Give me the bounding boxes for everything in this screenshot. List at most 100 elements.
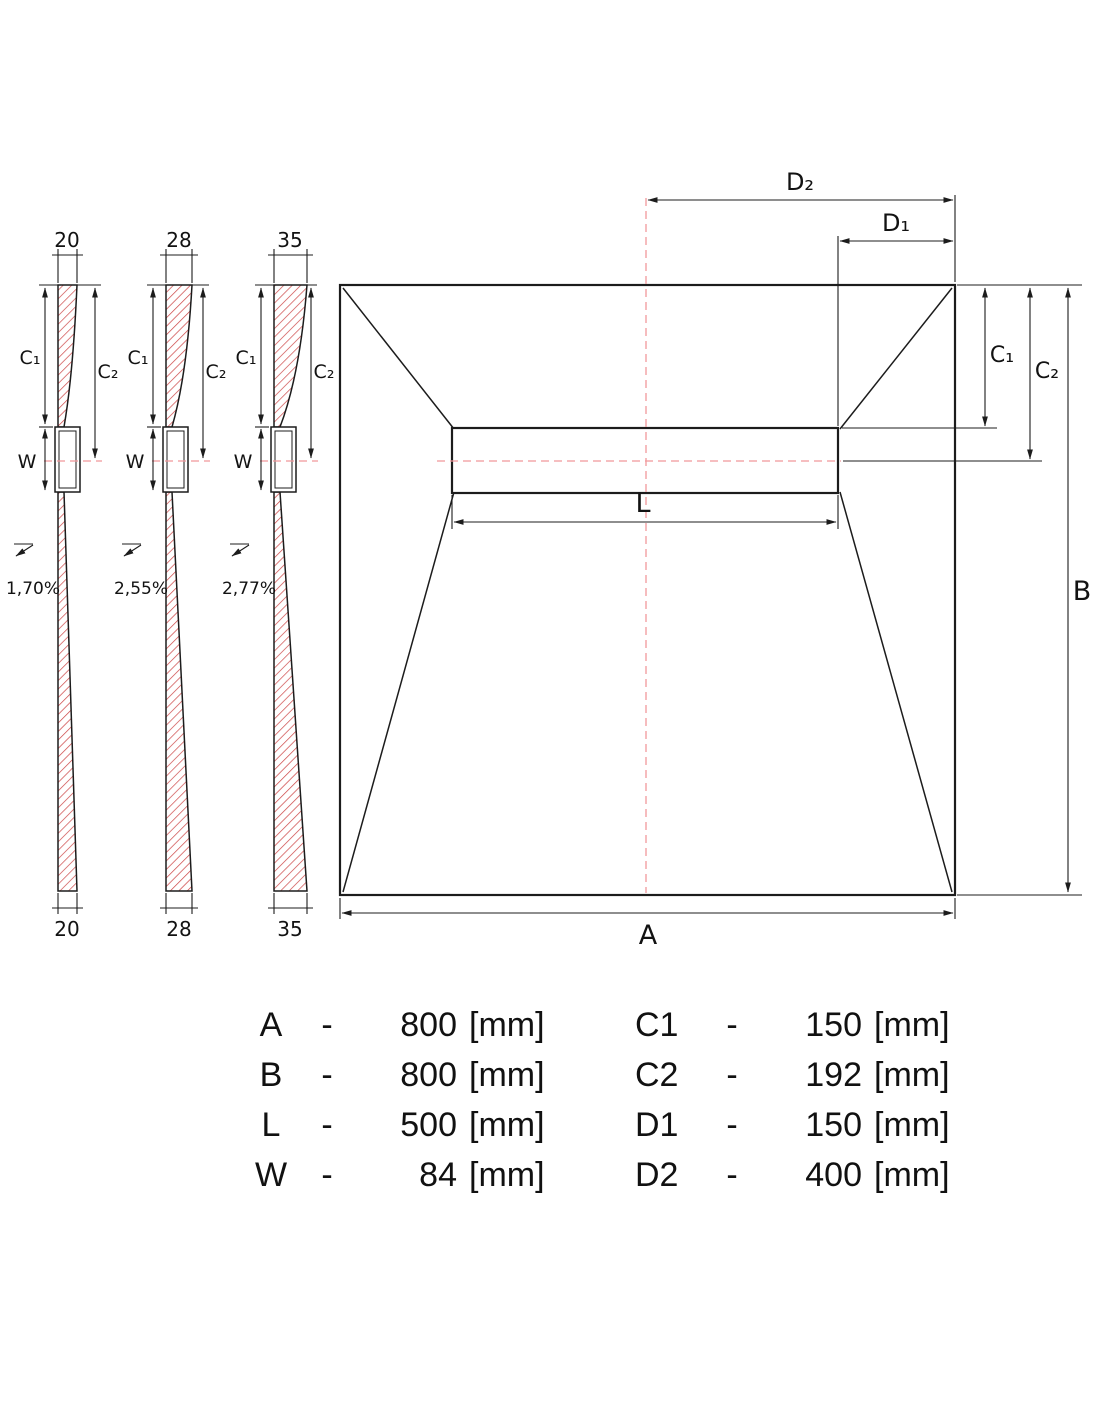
spec-key: W: [254, 1155, 288, 1194]
section1-c1-dimension: C₁: [20, 284, 101, 428]
spec-unit: [mm]: [874, 1055, 950, 1094]
cross-section-3: 35 C₁ C₂ W 2,77% 35: [222, 228, 334, 941]
section3-c2-dimension: C₂: [308, 287, 334, 459]
spec-key: C2: [635, 1055, 679, 1094]
section2-slope-annotation: 2,55%: [114, 543, 168, 599]
c1-label: C₁: [128, 347, 149, 369]
w-label: W: [234, 451, 253, 473]
section3-bottom-dimension: 35: [268, 893, 313, 941]
thickness-top-label: 35: [277, 228, 302, 252]
section2-bottom-dimension: 28: [160, 893, 198, 941]
thickness-top-label: 28: [166, 228, 191, 252]
section1-bottom-dimension: 20: [52, 893, 83, 941]
section3-c1-dimension: C₁: [236, 284, 317, 428]
slope-value: 2,77%: [222, 579, 276, 599]
spec-value: 84: [419, 1155, 457, 1194]
c1-label: C₁: [20, 347, 41, 369]
section1-c2-dimension: C₂: [92, 287, 119, 459]
section3-slope-annotation: 2,77%: [222, 543, 276, 599]
spec-separator: -: [321, 1105, 333, 1144]
spec-key: L: [261, 1105, 281, 1144]
spec-value: 400: [805, 1155, 862, 1194]
dimension-c2: C₂: [1027, 287, 1059, 460]
section3-upper-wedge: [273, 284, 308, 428]
section1-lower-strip: [57, 491, 78, 892]
dimension-l: L: [451, 488, 839, 529]
spec-row-d1: D1 - 150 [mm]: [635, 1100, 972, 1150]
fold-line: [342, 287, 455, 430]
section3-drain-inner: [274, 430, 293, 489]
thickness-bottom-label: 20: [54, 917, 79, 941]
dimension-a: A: [339, 898, 956, 951]
spec-key: B: [259, 1055, 283, 1094]
spec-unit: [mm]: [469, 1055, 545, 1094]
dimension-b: B: [1065, 287, 1091, 893]
spec-row-c1: C1 - 150 [mm]: [635, 1000, 972, 1050]
slope-symbol-arrow: [15, 544, 34, 557]
spec-separator: -: [321, 1005, 333, 1044]
slope-symbol-arrow: [123, 544, 142, 557]
section2-w-dimension: W: [126, 428, 156, 491]
w-label: W: [126, 451, 145, 473]
spec-row-d2: D2 - 400 [mm]: [635, 1150, 972, 1200]
spec-separator: -: [321, 1055, 333, 1094]
l-label: L: [635, 488, 650, 519]
spec-key: D2: [635, 1155, 679, 1194]
spec-separator: -: [726, 1055, 738, 1094]
spec-unit: [mm]: [874, 1005, 950, 1044]
spec-value: 800: [400, 1005, 457, 1044]
tray-outline: [338, 283, 957, 897]
dimension-d1: D₁: [837, 209, 954, 426]
spec-table: A - 800 [mm] B - 800 [mm] L - 500 [mm] W…: [0, 1000, 1100, 1200]
spec-row-a: A - 800 [mm]: [240, 1000, 567, 1050]
spec-unit: [mm]: [469, 1155, 545, 1194]
slope-symbol-arrow: [231, 544, 250, 557]
section1-w-dimension: W: [18, 428, 48, 491]
section2-c2-dimension: C₂: [200, 287, 227, 459]
spec-unit: [mm]: [469, 1105, 545, 1144]
plan-view: D₂ D₁ C₁ C₂ B A: [338, 168, 1091, 951]
dimension-d2: D₂: [647, 168, 956, 282]
spec-separator: -: [321, 1155, 333, 1194]
section3-top-dimension: 35: [268, 228, 313, 283]
slope-value: 2,55%: [114, 579, 168, 599]
technical-drawing: 20 C₁ C₂ W 1,70% 20: [6, 168, 1091, 951]
thickness-bottom-label: 28: [166, 917, 191, 941]
spec-unit: [mm]: [874, 1105, 950, 1144]
section1-slope-annotation: 1,70%: [6, 543, 60, 599]
section2-top-dimension: 28: [160, 228, 198, 283]
c2-label: C₂: [1035, 359, 1059, 384]
a-label: A: [639, 920, 658, 951]
section2-lower-strip: [165, 491, 193, 892]
section2-c1-dimension: C₁: [128, 284, 209, 428]
spec-key: C1: [635, 1005, 679, 1044]
spec-key: D1: [635, 1105, 679, 1144]
spec-unit: [mm]: [874, 1155, 950, 1194]
spec-value: 800: [400, 1055, 457, 1094]
fold-line: [839, 491, 953, 893]
spec-row-l: L - 500 [mm]: [240, 1100, 567, 1150]
c1-label: C₁: [236, 347, 257, 369]
c2-label: C₂: [98, 361, 119, 383]
spec-row-b: B - 800 [mm]: [240, 1050, 567, 1100]
section1-drain-inner: [58, 430, 77, 489]
spec-value: 150: [805, 1005, 862, 1044]
spec-unit: [mm]: [469, 1005, 545, 1044]
section2-drain-inner: [166, 430, 185, 489]
section3-lower-strip: [273, 491, 308, 892]
dimension-c1: C₁: [982, 287, 1014, 427]
section2-upper-wedge: [165, 284, 193, 428]
spec-value: 150: [805, 1105, 862, 1144]
spec-separator: -: [726, 1005, 738, 1044]
spec-separator: -: [726, 1105, 738, 1144]
fold-lines: [342, 287, 953, 893]
spec-key: A: [259, 1005, 283, 1044]
thickness-bottom-label: 35: [277, 917, 302, 941]
d1-label: D₁: [882, 209, 910, 237]
c2-label: C₂: [206, 361, 227, 383]
spec-col-right: C1 - 150 [mm] C2 - 192 [mm] D1 - 150 [mm…: [635, 1000, 972, 1200]
fold-line: [342, 491, 455, 893]
spec-col-left: A - 800 [mm] B - 800 [mm] L - 500 [mm] W…: [240, 1000, 567, 1200]
w-label: W: [18, 451, 37, 473]
spec-row-c2: C2 - 192 [mm]: [635, 1050, 972, 1100]
